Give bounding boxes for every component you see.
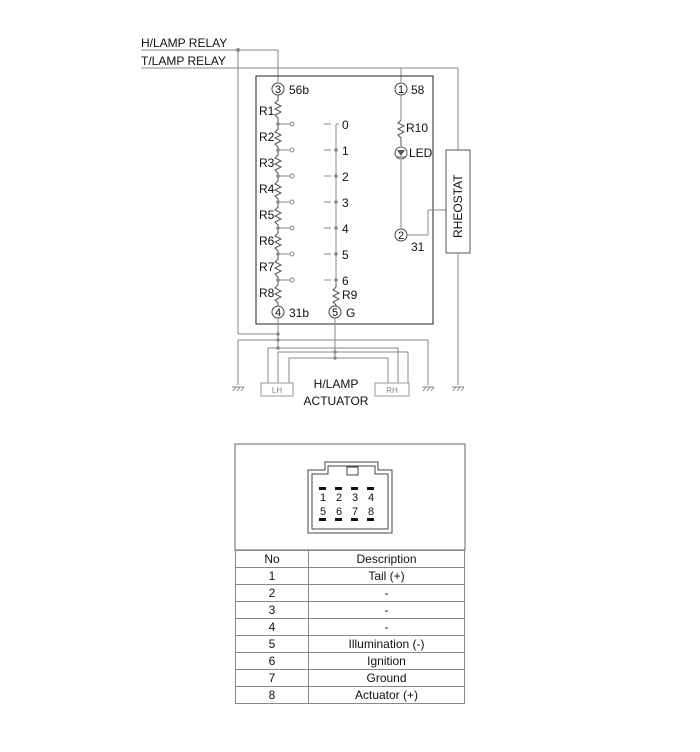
connector-pin-3: 3: [352, 492, 358, 504]
rh-label: RH: [386, 386, 398, 395]
step-5: 5: [342, 248, 349, 262]
rheostat-box: [445, 149, 471, 254]
ground-icon: [422, 386, 435, 392]
lh-actuator-box: [260, 382, 294, 397]
table-row: 2-: [235, 584, 465, 602]
pin2-label: 31: [411, 240, 425, 254]
connector-pin-4: 4: [368, 492, 374, 504]
step-0: 0: [342, 118, 349, 132]
pin-number: 8: [235, 686, 309, 704]
column-header-description: Description: [308, 550, 465, 568]
ground-icon: [232, 386, 245, 392]
ground-icon: [452, 386, 465, 392]
pin-number: 4: [235, 618, 309, 636]
pin-description: Ground: [308, 669, 465, 687]
svg-text:3: 3: [275, 84, 281, 96]
pin-5: 5 G: [328, 305, 355, 320]
pin-description: -: [308, 601, 465, 619]
step-2: 2: [342, 170, 349, 184]
actuator-label-line1: H/LAMP: [314, 377, 359, 391]
svg-text:2: 2: [398, 230, 404, 242]
r6-label: R6: [259, 234, 275, 248]
ladder-taps: [278, 123, 290, 281]
pin-4: 4 31b: [271, 305, 309, 320]
led-icon: [394, 146, 408, 160]
module-box: [255, 75, 434, 325]
r2-label: R2: [259, 130, 275, 144]
connector-pin-2: 2: [336, 492, 342, 504]
table-row: 3-: [235, 601, 465, 619]
pin-3: 3 56b: [271, 82, 309, 97]
ladder-nodes: [276, 122, 280, 282]
hlamp-relay-label: H/LAMP RELAY: [141, 36, 227, 50]
led-label: LED: [409, 146, 433, 160]
pin-description: -: [308, 584, 465, 602]
connector-pin-5: 5: [320, 506, 326, 518]
r5-label: R5: [259, 208, 275, 222]
step-3: 3: [342, 196, 349, 210]
pin4-label: 31b: [289, 306, 309, 320]
bottom-harness: [237, 318, 429, 385]
pin-description: Tail (+): [308, 567, 465, 585]
connector-icon: [307, 461, 393, 534]
table-header-row: No Description: [235, 550, 465, 568]
pin-description: Actuator (+): [308, 686, 465, 704]
svg-text:4: 4: [275, 307, 281, 319]
connector-panel: [234, 443, 466, 551]
ladder-contacts: [289, 121, 295, 283]
table-row: 4-: [235, 618, 465, 636]
rheostat-label: RHEOSTAT: [451, 174, 465, 238]
svg-text:1: 1: [398, 84, 404, 96]
connector-pin-8: 8: [368, 506, 374, 518]
step-1: 1: [342, 144, 349, 158]
r7-label: R7: [259, 260, 275, 274]
pin5-label: G: [346, 306, 355, 320]
pin-description: Ignition: [308, 652, 465, 670]
connector-pin-bars: [319, 487, 374, 521]
pin1-label: 58: [411, 83, 425, 97]
r3-label: R3: [259, 156, 275, 170]
connector-pin-7: 7: [352, 506, 358, 518]
r4-label: R4: [259, 182, 275, 196]
r9-label: R9: [342, 288, 358, 302]
r1-label: R1: [259, 104, 275, 118]
pin-2: 2 31: [394, 228, 425, 254]
lh-label: LH: [272, 386, 282, 395]
r8-label: R8: [259, 286, 275, 300]
relay-feed-lines: [141, 49, 459, 334]
connector-pin-1: 1: [320, 492, 326, 504]
harness-nodes: [276, 332, 337, 360]
connector-pin-6: 6: [336, 506, 342, 518]
pin-number: 2: [235, 584, 309, 602]
r10-label: R10: [406, 121, 428, 135]
svg-text:5: 5: [332, 307, 338, 319]
junction-dot: [236, 48, 240, 52]
pin-number: 3: [235, 601, 309, 619]
pin-number: 7: [235, 669, 309, 687]
pin-description: -: [308, 618, 465, 636]
pin-1: 1 58: [394, 82, 425, 97]
led-branch: [396, 95, 446, 236]
rh-actuator-box: [374, 382, 410, 397]
pin-number: 1: [235, 567, 309, 585]
column-header-no: No: [235, 550, 309, 568]
tlamp-relay-label: T/LAMP RELAY: [141, 54, 226, 68]
pin-number: 6: [235, 652, 309, 670]
resistor-ladder: [273, 95, 283, 306]
step-4: 4: [342, 222, 349, 236]
actuator-label-line2: ACTUATOR: [304, 394, 369, 408]
step-6: 6: [342, 274, 349, 288]
pin-description: Illumination (-): [308, 635, 465, 653]
switch-nodes: [334, 148, 338, 282]
pin3-label: 56b: [289, 83, 309, 97]
pin-number: 5: [235, 635, 309, 653]
